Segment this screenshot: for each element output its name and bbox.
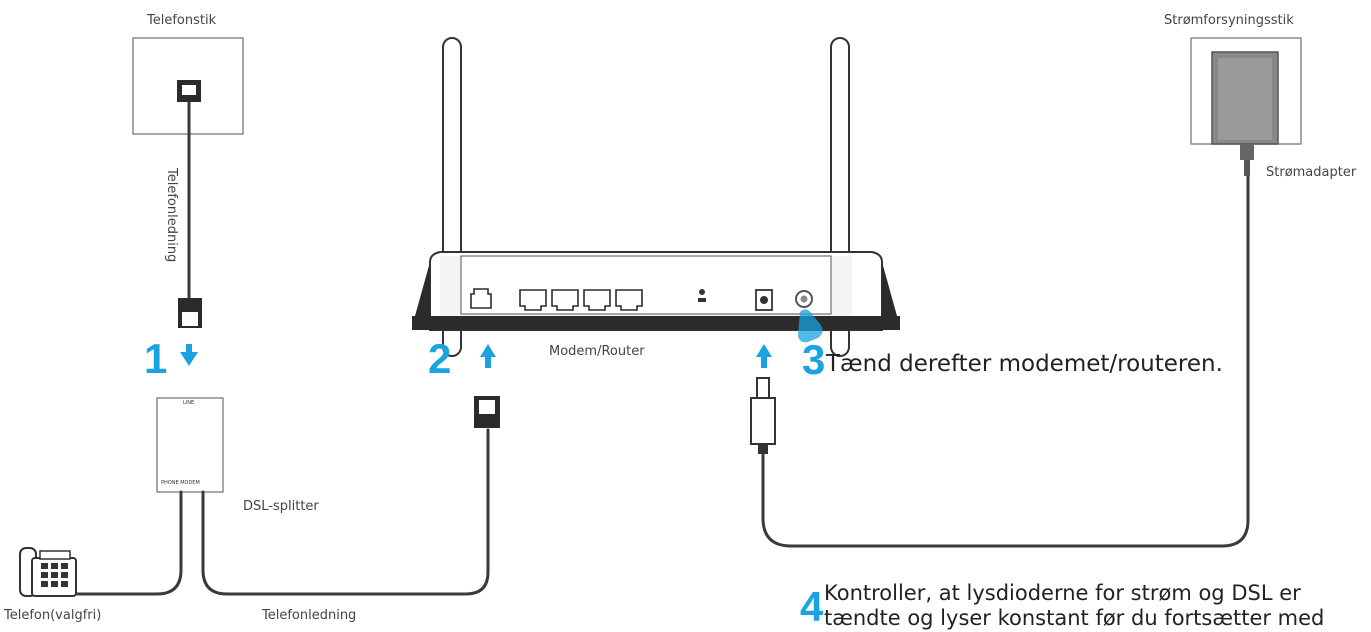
- step-3-number: 3: [802, 336, 825, 383]
- label-stromforsyningsstik: Strømforsyningsstik: [1164, 13, 1294, 28]
- finger-press-icon: [798, 309, 823, 343]
- step-4-line-2: tændte og lyser konstant før du fortsætt…: [824, 606, 1324, 630]
- dsl-splitter: LINE PHONE MODEM: [156, 397, 224, 493]
- dsl-port: [470, 288, 492, 309]
- step-1-number: 1: [144, 335, 167, 382]
- label-stromadapter: Strømadapter: [1266, 165, 1357, 180]
- phone-to-splitter-cable: [64, 490, 183, 596]
- label-telefonstik: Telefonstik: [146, 13, 217, 28]
- modem-router: [412, 37, 900, 357]
- label-telefon: Telefon(valgfri): [3, 608, 101, 623]
- power-cable: [761, 174, 1250, 548]
- step-3-text: Tænd derefter modemet/routeren.: [825, 351, 1223, 377]
- label-telefonledning-top: Telefonledning: [164, 167, 179, 262]
- power-plug: [750, 377, 776, 454]
- splitter-line-label: LINE: [183, 400, 194, 406]
- step-2-number: 2: [428, 335, 451, 382]
- arrow-down-icon: [180, 344, 198, 366]
- reset-icon: [698, 289, 706, 302]
- telephone-icon: [19, 547, 77, 597]
- lan-ports: [519, 289, 643, 311]
- splitter-phone-modem-label: PHONE MODEM: [161, 480, 200, 486]
- dsl-plug: [474, 396, 500, 428]
- label-modem-router: Modem/Router: [549, 344, 645, 359]
- splitter-to-modem-cable: [201, 428, 490, 596]
- arrow-up-icon: [480, 344, 496, 368]
- arrow-up-icon-power: [756, 344, 772, 368]
- power-button-icon: [795, 290, 813, 308]
- label-dsl-splitter: DSL-splitter: [243, 499, 319, 514]
- power-outlet: [1190, 37, 1302, 176]
- power-jack: [755, 289, 773, 311]
- label-telefonledning-bottom: Telefonledning: [261, 608, 356, 623]
- step-4-line-1: Kontroller, at lysdioderne for strøm og …: [824, 581, 1301, 605]
- phone-plug-top: [178, 298, 202, 328]
- step-4-number: 4: [800, 583, 824, 630]
